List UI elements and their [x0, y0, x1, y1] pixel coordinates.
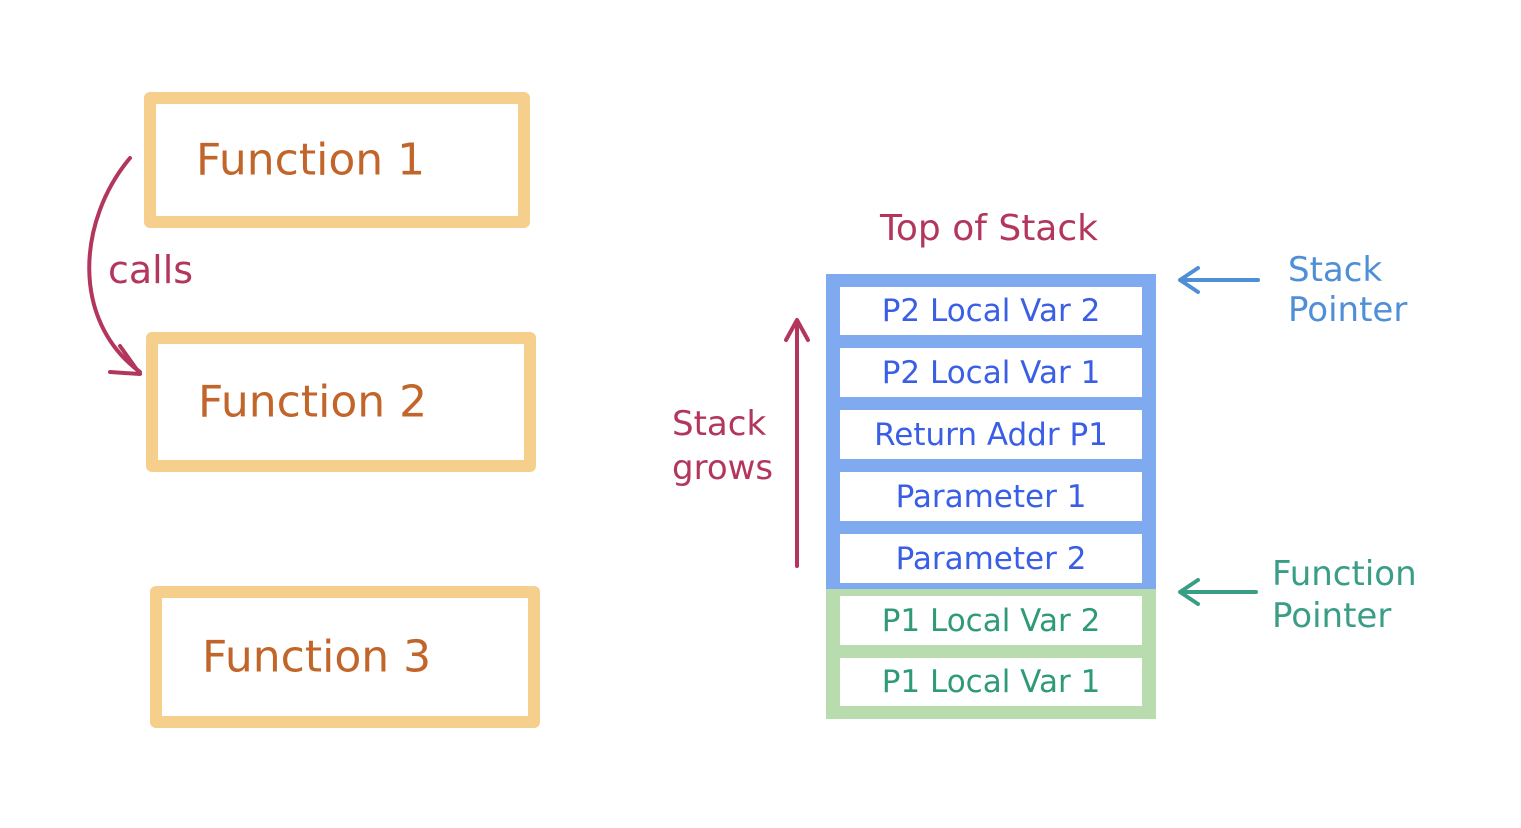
function-2-box: Function 2 [146, 332, 536, 472]
stack-frame-p1-local-var-1: P1 Local Var 1 [826, 651, 1156, 719]
stack-grows-label: Stack grows [672, 404, 774, 488]
stack-frame-label: P1 Local Var 2 [881, 602, 1101, 639]
calls-arrow [87, 156, 142, 374]
function-2-label: Function 2 [198, 376, 428, 428]
function-3-box: Function 3 [150, 586, 540, 728]
function-3-label: Function 3 [202, 631, 432, 683]
calls-label: calls [108, 248, 194, 292]
function-pointer-arrow-head [1178, 578, 1200, 606]
function-1-label: Function 1 [196, 134, 426, 186]
stack-frame-parameter-2: Parameter 2 [826, 527, 1156, 590]
stack-grows-arrow-head [784, 318, 810, 342]
stack-frame-label: P2 Local Var 1 [881, 354, 1101, 391]
stack-frame-p2-local-var-1: P2 Local Var 1 [826, 341, 1156, 404]
stack-pointer-label: Stack Pointer [1288, 250, 1408, 330]
stack-frame-parameter-1: Parameter 1 [826, 465, 1156, 528]
stack-frame-label: Parameter 2 [895, 540, 1087, 577]
stack-frame-label: Parameter 1 [895, 478, 1087, 515]
function-1-box: Function 1 [144, 92, 530, 228]
stack-frame-label: P1 Local Var 1 [881, 664, 1101, 700]
function-pointer-label: Function Pointer [1272, 554, 1417, 636]
stack-frame-p1-local-var-2: P1 Local Var 2 [826, 589, 1156, 652]
stack-frame-label: Return Addr P1 [874, 416, 1108, 453]
call-stack: P2 Local Var 2 P2 Local Var 1 Return Add… [826, 274, 1156, 719]
calls-arrow-head [108, 344, 142, 376]
top-of-stack-label: Top of Stack [880, 208, 1099, 249]
stack-frame-label: P2 Local Var 2 [881, 293, 1101, 329]
stack-frame-return-addr-p1: Return Addr P1 [826, 403, 1156, 466]
stack-pointer-arrow-head [1178, 266, 1200, 294]
stack-frame-p2-local-var-2: P2 Local Var 2 [826, 274, 1156, 342]
